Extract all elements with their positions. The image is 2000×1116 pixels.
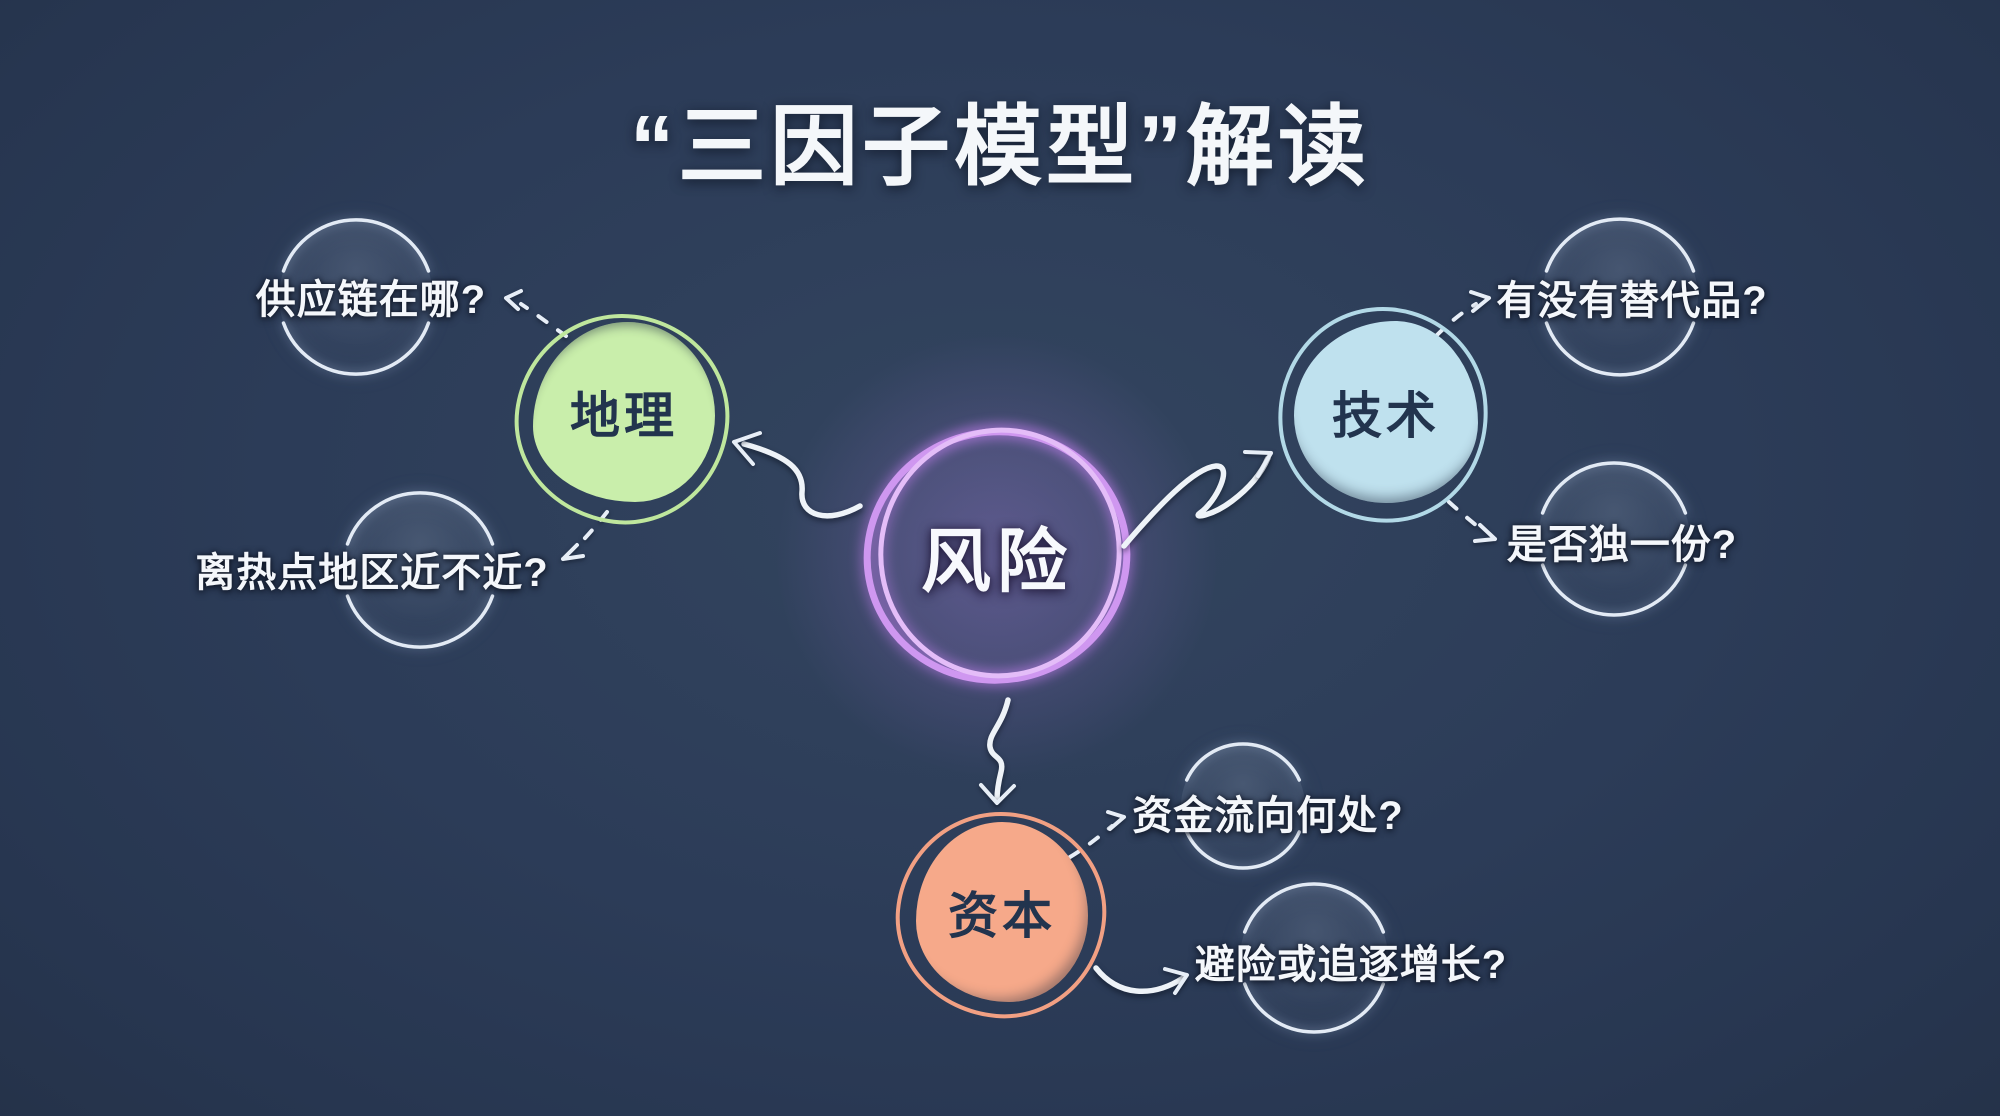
- question-supply-chain: 供应链在哪?: [255, 278, 487, 322]
- factor-node-geography: 地理: [503, 301, 741, 537]
- question-substitutes: 有没有替代品?: [1496, 279, 1768, 323]
- bubble-ring: [1242, 982, 1386, 1034]
- arrow-risk-to-geography: [741, 441, 863, 519]
- arrow-capital-to-growth-question: [1093, 965, 1186, 995]
- factor-label-capital: 资本: [948, 888, 1056, 944]
- factor-label-geography: 地理: [570, 388, 678, 444]
- question-hotspot-distance: 离热点地区近不近?: [195, 551, 549, 595]
- central-node-label: 风险: [921, 522, 1073, 601]
- bubble-ring: [345, 594, 495, 649]
- bubble-ring: [1540, 461, 1688, 515]
- dashed-arrow-geography-to-hotspot: [574, 510, 609, 550]
- bubble-ring: [1242, 882, 1386, 934]
- bubble-ring: [1184, 742, 1302, 782]
- bubble-ring: [345, 491, 495, 546]
- bubble-ring: [281, 321, 431, 376]
- factor-node-technology: 技术: [1267, 296, 1499, 534]
- factor-label-technology: 技术: [1332, 388, 1440, 444]
- bubble-ring: [1544, 321, 1696, 377]
- question-uniqueness: 是否独一份?: [1506, 523, 1738, 567]
- dashed-arrow-geography-to-supplychain: [519, 302, 568, 338]
- dashed-arrow-capital-to-flow: [1068, 824, 1114, 859]
- dashed-arrow-technology-to-uniqueness: [1447, 500, 1484, 532]
- bubble-ring: [1544, 217, 1696, 273]
- bubble-ring: [281, 218, 431, 273]
- question-hedge-or-growth: 避险或追逐增长?: [1194, 943, 1508, 987]
- page-title: “三因子模型”解读: [629, 97, 1370, 196]
- arrow-risk-to-technology: [1121, 455, 1271, 549]
- dashed-arrow-technology-to-substitutes: [1434, 302, 1478, 338]
- arrow-risk-to-capital: [987, 697, 1011, 803]
- question-capital-flow: 资金流向何处?: [1132, 794, 1404, 838]
- bubble-ring: [1540, 563, 1688, 617]
- factor-node-capital: 资本: [887, 803, 1115, 1027]
